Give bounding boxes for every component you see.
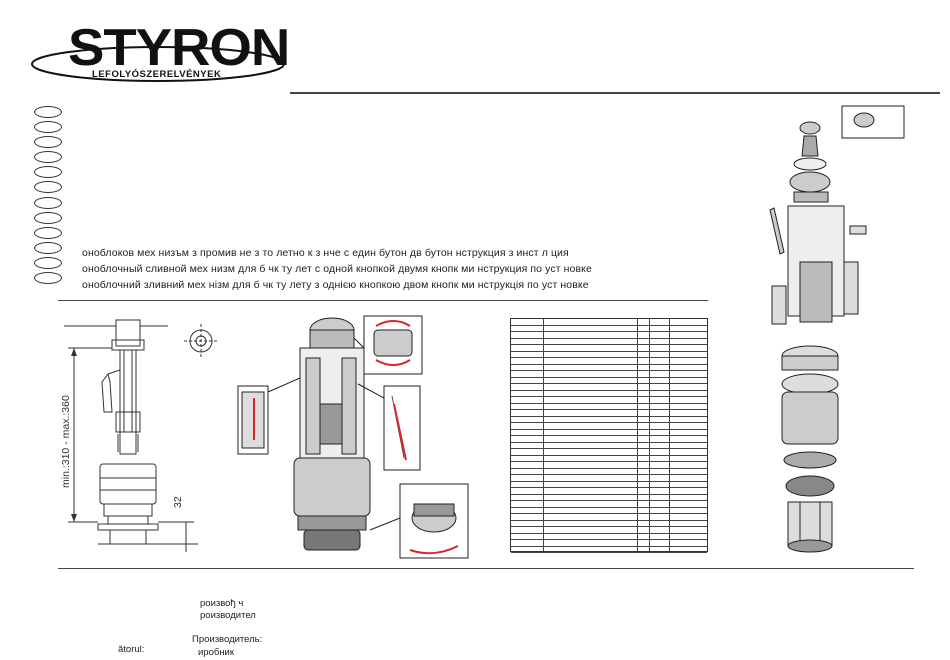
table-row bbox=[511, 482, 707, 488]
footer-line-bulgarian: роизводител bbox=[200, 610, 256, 621]
table-row bbox=[511, 397, 707, 404]
language-oval[interactable] bbox=[34, 121, 62, 134]
table-row bbox=[511, 339, 707, 345]
title-russian: оноблочный сливной мех низм для б чк ту … bbox=[82, 263, 592, 275]
table-row bbox=[511, 443, 707, 449]
language-oval[interactable] bbox=[34, 256, 62, 269]
footer-line-ukrainian: иробник bbox=[198, 647, 235, 658]
crosshair-icon bbox=[184, 324, 218, 358]
height-32-label: 32 bbox=[172, 496, 184, 508]
table-row bbox=[511, 475, 707, 482]
table-row bbox=[511, 345, 707, 352]
language-oval[interactable] bbox=[34, 211, 62, 224]
styron-logo: STYRON LEFOLYÓSZERELVÉNYEK bbox=[30, 12, 290, 90]
table-row bbox=[511, 423, 707, 430]
language-oval[interactable] bbox=[34, 196, 62, 209]
table-row bbox=[511, 358, 707, 365]
table-row bbox=[511, 534, 707, 540]
table-row bbox=[511, 326, 707, 332]
valve-assembly-illustration bbox=[237, 315, 469, 559]
table-row bbox=[511, 384, 707, 391]
title-ukrainian: оноблочний зливний мех нізм для б чк ту … bbox=[82, 279, 589, 291]
title-bulgarian: оноблоков мех низъм з промив не з то лет… bbox=[82, 247, 569, 259]
language-oval[interactable] bbox=[34, 151, 62, 164]
logo-ellipse bbox=[31, 46, 285, 82]
table-row bbox=[511, 521, 707, 527]
table-row bbox=[511, 430, 707, 436]
table-row bbox=[511, 527, 707, 534]
table-row bbox=[511, 488, 707, 495]
header-rule bbox=[290, 92, 940, 94]
language-oval[interactable] bbox=[34, 106, 62, 118]
language-oval[interactable] bbox=[34, 226, 62, 239]
language-oval[interactable] bbox=[34, 136, 62, 149]
table-row bbox=[511, 332, 707, 339]
table-row bbox=[511, 391, 707, 397]
table-row bbox=[511, 540, 707, 547]
footer-line-romanian: ătorul: bbox=[118, 644, 145, 655]
exploded-view-illustration bbox=[769, 105, 905, 553]
language-oval[interactable] bbox=[34, 181, 62, 194]
table-row bbox=[511, 319, 707, 326]
table-row bbox=[511, 436, 707, 443]
footer-rule bbox=[58, 568, 914, 569]
height-range-label: min.:310 - max.:360 bbox=[60, 395, 72, 488]
table-row bbox=[511, 365, 707, 371]
brand-name: STYRON bbox=[68, 19, 290, 77]
table-row bbox=[511, 469, 707, 475]
table-row bbox=[511, 404, 707, 410]
table-row bbox=[511, 352, 707, 358]
table-row bbox=[511, 456, 707, 462]
table-row bbox=[511, 501, 707, 508]
language-oval[interactable] bbox=[34, 166, 62, 179]
language-selector bbox=[34, 106, 62, 287]
section-rule bbox=[58, 300, 708, 301]
table-row bbox=[511, 449, 707, 456]
dimension-drawing bbox=[64, 319, 198, 552]
language-oval[interactable] bbox=[34, 241, 62, 254]
table-row bbox=[511, 410, 707, 417]
table-row bbox=[511, 417, 707, 423]
parts-table bbox=[510, 318, 708, 553]
table-row bbox=[511, 462, 707, 469]
footer-line-russian: Производитель: bbox=[192, 634, 263, 645]
table-row bbox=[511, 514, 707, 521]
table-row bbox=[511, 495, 707, 501]
language-oval[interactable] bbox=[34, 272, 62, 285]
footer-line-serbian: роизвођ ч bbox=[200, 598, 244, 609]
table-row bbox=[511, 378, 707, 384]
table-row bbox=[511, 508, 707, 514]
brand-subtitle: LEFOLYÓSZERELVÉNYEK bbox=[92, 69, 222, 80]
table-row bbox=[511, 547, 707, 553]
table-row bbox=[511, 371, 707, 378]
